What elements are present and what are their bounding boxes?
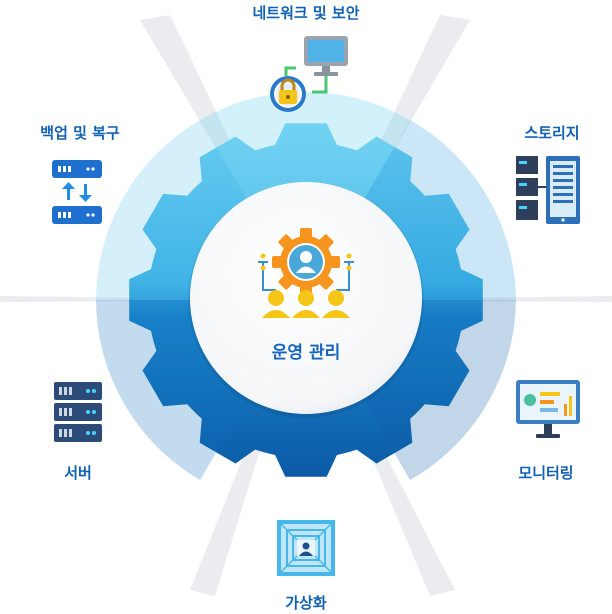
storage-server-rack-icon: [516, 156, 580, 224]
node-label-virtualization: 가상화: [285, 594, 327, 612]
monitoring-dashboard-icon: [516, 380, 580, 438]
network-security-lock-icon: [270, 36, 348, 112]
backup-restore-icon: [52, 160, 102, 224]
node-label-monitoring: 모니터링: [518, 464, 574, 482]
center-title: 운영 관리: [271, 343, 341, 363]
node-label-storage: 스토리지: [524, 124, 580, 142]
node-label-network-security: 네트워크 및 보안: [252, 4, 360, 22]
node-label-server: 서버: [64, 464, 92, 482]
operations-management-gear-team-icon: [258, 228, 354, 318]
virtualization-icon: [277, 520, 335, 576]
node-label-backup-restore: 백업 및 복구: [40, 124, 120, 142]
server-stack-icon: [54, 382, 102, 442]
